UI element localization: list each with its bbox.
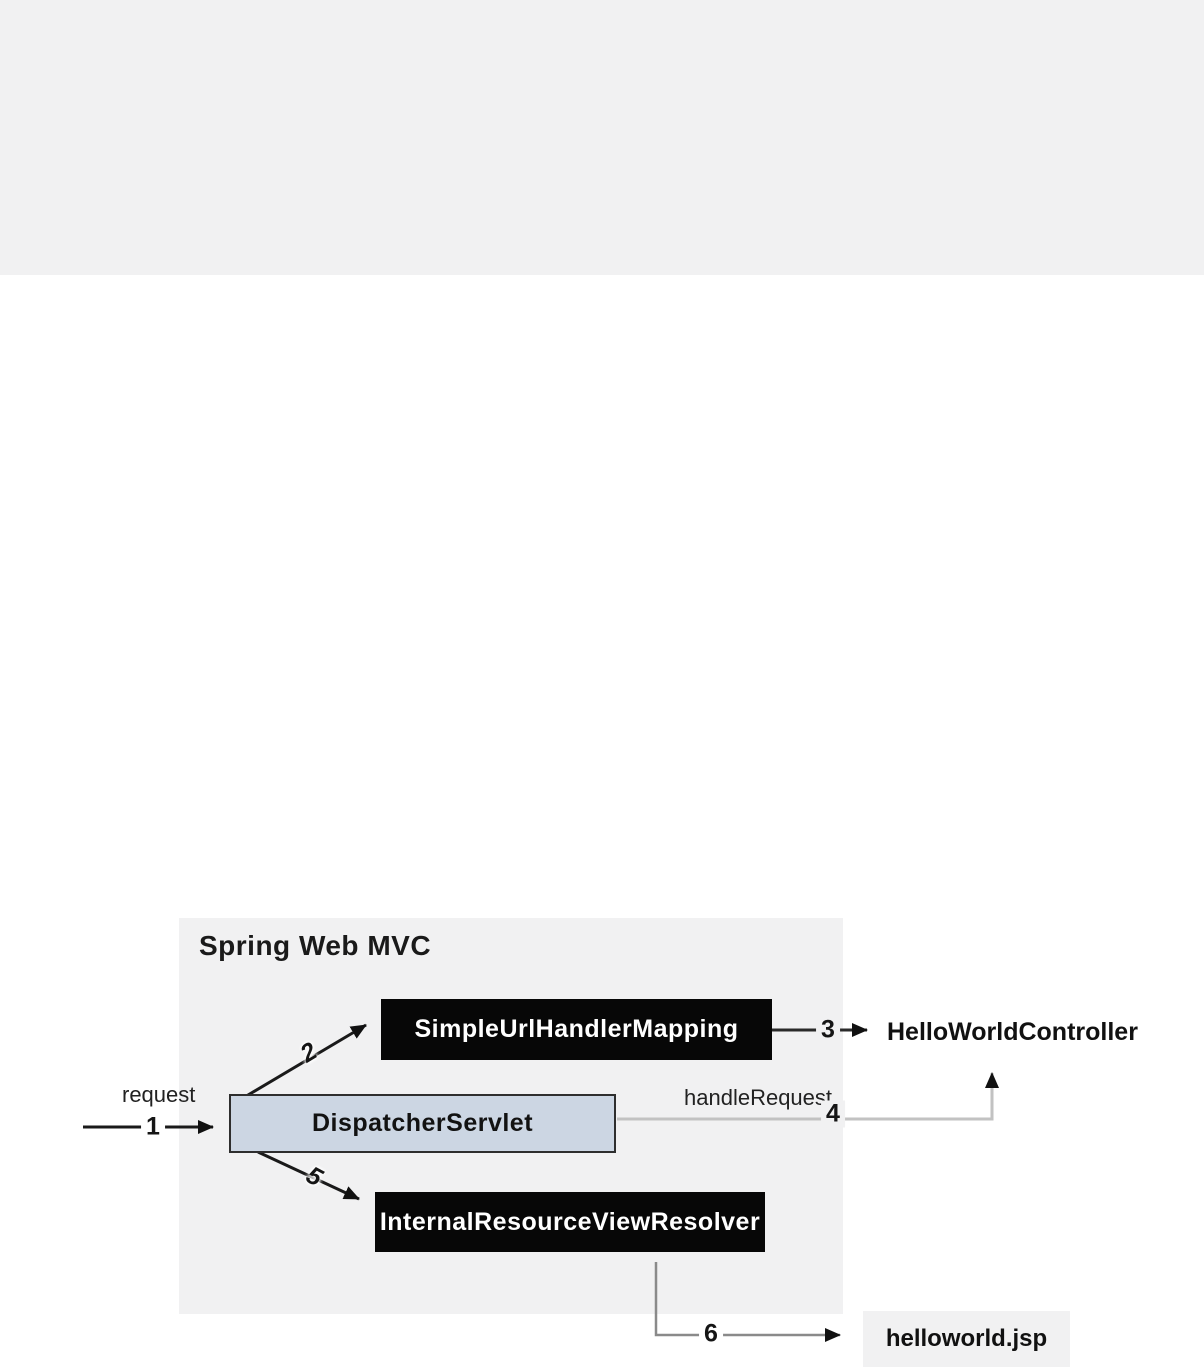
diagram-title: Spring Web MVC xyxy=(199,930,432,961)
step-number-6: 6 xyxy=(699,1320,723,1348)
step-number-1: 1 xyxy=(141,1113,165,1141)
step-number-3: 3 xyxy=(816,1016,840,1044)
node-hello-world-controller: HelloWorldController xyxy=(887,1018,1138,1046)
edge-label-request: request xyxy=(122,1082,196,1107)
node-dispatcher-servlet-label: DispatcherServlet xyxy=(311,1109,534,1137)
top-gray-band xyxy=(0,0,1204,275)
node-dispatcher-servlet: DispatcherServlet xyxy=(229,1094,616,1153)
step-number-4: 4 xyxy=(821,1100,845,1128)
node-helloworld-jsp-label: helloworld.jsp xyxy=(885,1325,1048,1352)
node-internal-resource-view-resolver: InternalResourceViewResolver xyxy=(375,1192,765,1252)
edge-label-handle-request: handleRequest xyxy=(684,1085,833,1110)
node-simple-url-handler-mapping: SimpleUrlHandlerMapping xyxy=(381,999,772,1060)
node-helloworld-jsp: helloworld.jsp xyxy=(863,1311,1070,1367)
node-simple-url-handler-mapping-label: SimpleUrlHandlerMapping xyxy=(414,1015,739,1043)
node-internal-resource-view-resolver-label: InternalResourceViewResolver xyxy=(379,1207,761,1236)
